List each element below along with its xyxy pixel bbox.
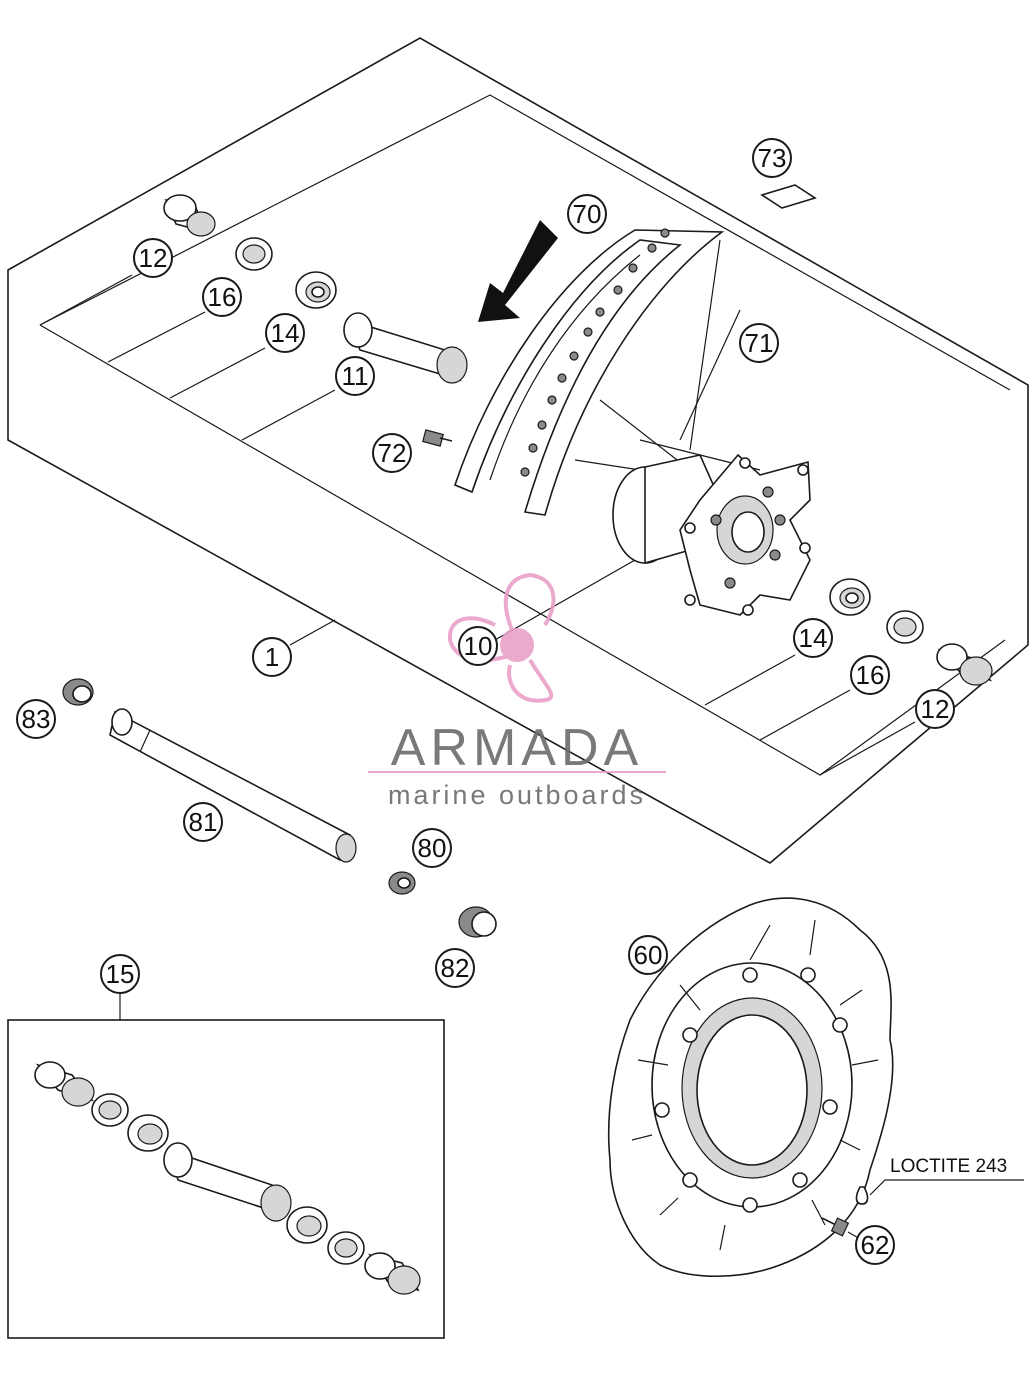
part-82-axle-nut — [458, 906, 497, 938]
callout-15: 15 — [100, 954, 140, 994]
leader-16a — [107, 311, 206, 363]
part-60-brake-disc — [607, 897, 894, 1278]
propeller-logo-icon — [447, 572, 556, 703]
brand-name: ARMADA — [391, 719, 643, 777]
callout-82: 82 — [435, 948, 475, 988]
part-15-kit-frame — [7, 1019, 445, 1339]
svg-text:15: 15 — [106, 959, 135, 989]
part-16-seal-lower — [886, 610, 924, 644]
svg-text:14: 14 — [799, 623, 828, 653]
leader-10 — [494, 559, 636, 641]
svg-text:10: 10 — [464, 631, 493, 661]
callout-62: 62 — [855, 1225, 895, 1265]
part-10-hub — [612, 453, 811, 616]
svg-text:72: 72 — [378, 438, 407, 468]
callout-16-upper: 16 — [202, 277, 242, 317]
loctite-drop-icon — [855, 1186, 869, 1205]
assembly-floor-line-2 — [39, 324, 1006, 776]
svg-text:12: 12 — [921, 694, 950, 724]
callout-10: 10 — [458, 626, 498, 666]
svg-text:82: 82 — [441, 953, 470, 983]
callout-11: 11 — [335, 356, 375, 396]
leader-16b — [759, 689, 851, 741]
leader-1 — [289, 619, 336, 646]
callout-70: 70 — [567, 194, 607, 234]
svg-text:14: 14 — [271, 318, 300, 348]
callout-80: 80 — [412, 828, 452, 868]
callout-12-upper: 12 — [133, 238, 173, 278]
svg-text:80: 80 — [418, 833, 447, 863]
part-14-bearing-lower — [829, 578, 871, 616]
loctite-note: LOCTITE 243 — [890, 1156, 1007, 1177]
rotation-arrow — [478, 220, 558, 322]
part-11-sleeve — [343, 312, 468, 384]
part-15-kit-contents — [34, 1061, 421, 1295]
part-83-nut — [62, 678, 94, 706]
assembly-frame — [7, 37, 1029, 864]
part-73-sticker — [760, 184, 817, 209]
svg-text:16: 16 — [856, 660, 885, 690]
part-81-axle — [109, 708, 357, 863]
callout-12-lower: 12 — [915, 689, 955, 729]
svg-text:16: 16 — [208, 282, 237, 312]
leader-loctite — [869, 1179, 1024, 1196]
callout-60: 60 — [628, 935, 668, 975]
svg-text:60: 60 — [634, 940, 663, 970]
svg-text:73: 73 — [758, 143, 787, 173]
callout-14-lower: 14 — [793, 618, 833, 658]
part-62-bolt — [821, 1217, 850, 1237]
leader-12b — [819, 721, 916, 776]
part-12-spacer-lower — [936, 643, 993, 686]
brand-tagline: marine outboards — [388, 780, 646, 810]
callout-16-lower: 16 — [850, 655, 890, 695]
callout-72: 72 — [372, 433, 412, 473]
part-16-seal-upper — [235, 237, 273, 271]
callout-81: 81 — [183, 802, 223, 842]
callout-73: 73 — [752, 138, 792, 178]
part-70-rim — [454, 228, 725, 516]
svg-text:71: 71 — [745, 328, 774, 358]
part-72-valve — [422, 429, 453, 447]
callout-1: 1 — [252, 637, 292, 677]
armada-watermark: ARMADA marine outboards — [368, 572, 666, 810]
leader-14a — [169, 347, 266, 399]
svg-text:83: 83 — [22, 704, 51, 734]
callout-83: 83 — [16, 699, 56, 739]
leader-12a — [39, 274, 133, 326]
svg-text:70: 70 — [573, 199, 602, 229]
callout-71: 71 — [739, 323, 779, 363]
svg-text:11: 11 — [342, 361, 369, 391]
part-80-nut — [388, 871, 416, 895]
leader-11 — [241, 389, 336, 441]
svg-text:12: 12 — [139, 243, 168, 273]
assembly-floor-line — [39, 94, 1011, 391]
leader-14b — [704, 654, 796, 706]
callout-14-upper: 14 — [265, 313, 305, 353]
part-14-bearing-upper — [295, 271, 337, 309]
part-12-spacer-upper — [163, 194, 216, 237]
svg-text:1: 1 — [265, 642, 279, 672]
svg-text:62: 62 — [861, 1230, 890, 1260]
svg-text:81: 81 — [189, 807, 218, 837]
